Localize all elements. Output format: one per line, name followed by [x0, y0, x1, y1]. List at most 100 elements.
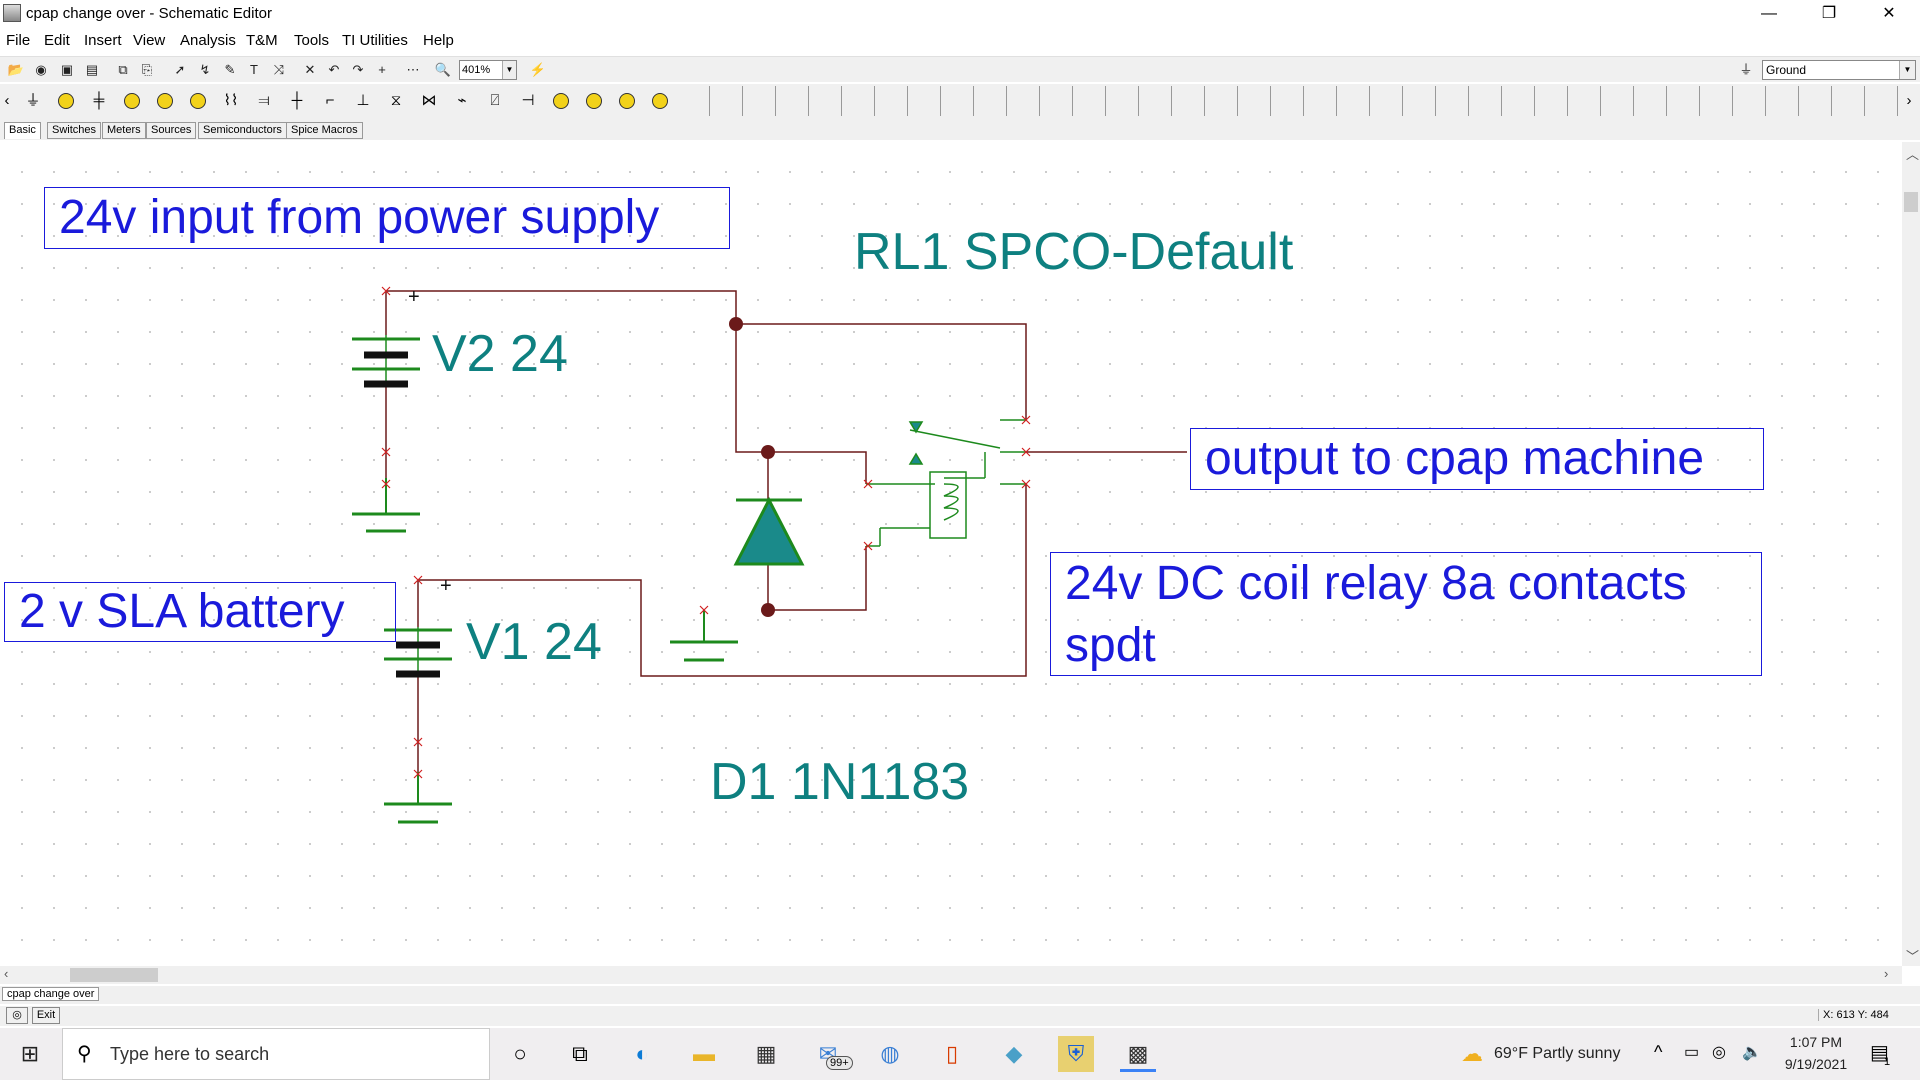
- clock-time[interactable]: 1:07 PM: [1789, 1034, 1843, 1050]
- current-source2-icon[interactable]: [579, 86, 609, 116]
- pencil-icon[interactable]: ✎: [224, 62, 236, 77]
- edge-icon[interactable]: ◐: [635, 1041, 649, 1066]
- junction-component-icon[interactable]: ┼: [291, 92, 303, 109]
- save-icon[interactable]: ▣: [60, 62, 74, 77]
- redo-icon[interactable]: ↷: [352, 62, 364, 77]
- cursor-coordinates: X: 613 Y: 484: [1818, 1009, 1889, 1021]
- horizontal-scroll-thumb[interactable]: [70, 968, 158, 982]
- terminal-component-icon[interactable]: ⊣: [521, 92, 535, 109]
- taskbar-search[interactable]: ⚲ Type here to search: [62, 1028, 490, 1080]
- zoom-icon[interactable]: 🔍: [434, 62, 452, 77]
- open-icon[interactable]: 📂: [7, 62, 25, 77]
- task-view-icon[interactable]: ⧉: [572, 1041, 588, 1066]
- menu-analysis[interactable]: Analysis: [180, 32, 236, 49]
- schematic-canvas[interactable]: + + 24v input from power supply 2 v SLA …: [0, 142, 1902, 966]
- relay-component-icon[interactable]: ⋈: [421, 92, 437, 109]
- v1-plus-sign: +: [440, 575, 452, 597]
- note-relay-spec[interactable]: 24v DC coil relay 8a contacts spdt: [1050, 552, 1762, 676]
- menu-edit[interactable]: Edit: [44, 32, 70, 49]
- store-icon[interactable]: ▦: [755, 1041, 777, 1066]
- inductor-component-icon[interactable]: ⫤: [258, 92, 270, 109]
- battery-component-icon[interactable]: [51, 86, 81, 116]
- paste-icon[interactable]: ⎘: [141, 62, 153, 77]
- zoom-select[interactable]: 401%▼: [459, 60, 517, 80]
- close-button[interactable]: ✕: [1882, 5, 1896, 22]
- vertical-scrollbar[interactable]: ︿ ﹀: [1902, 142, 1920, 966]
- resistor-component-icon[interactable]: ⌇⌇: [223, 92, 239, 109]
- ground-component-icon[interactable]: ⏚: [25, 92, 41, 109]
- current-source-icon[interactable]: [546, 86, 576, 116]
- horizontal-scrollbar[interactable]: ‹ ›: [0, 966, 1902, 984]
- chevron-up-icon[interactable]: ^: [1654, 1042, 1663, 1062]
- vertical-scroll-thumb[interactable]: [1904, 192, 1918, 212]
- thunderbird-icon[interactable]: ◍: [880, 1041, 900, 1066]
- tab-switches[interactable]: Switches: [47, 122, 102, 139]
- cortana-icon[interactable]: ○: [513, 1041, 527, 1066]
- capacitor-component-icon[interactable]: ╪: [93, 92, 105, 109]
- office-icon[interactable]: ▯: [945, 1041, 959, 1066]
- volume-icon[interactable]: 🔈: [1742, 1044, 1762, 1061]
- meet-now-icon[interactable]: ▭: [1684, 1044, 1700, 1061]
- probe-icon[interactable]: ⚡: [529, 62, 547, 77]
- schematic-editor-task-icon[interactable]: ▩: [1120, 1036, 1156, 1072]
- folder-icon[interactable]: ▤: [85, 62, 99, 77]
- note-output-cpap[interactable]: output to cpap machine: [1190, 428, 1764, 490]
- menu-tm[interactable]: T&M: [246, 32, 278, 49]
- network-icon[interactable]: ◎: [1712, 1044, 1726, 1061]
- notification-center-icon[interactable]: ▤: [1870, 1042, 1889, 1064]
- move-icon[interactable]: +: [378, 62, 386, 77]
- potentiometer-component-icon[interactable]: ⍁: [490, 92, 500, 109]
- ground-select[interactable]: Ground▼: [1762, 60, 1916, 80]
- browse-icon[interactable]: ◉: [35, 62, 47, 77]
- tab-semiconductors[interactable]: Semiconductors: [198, 122, 287, 139]
- tab-meters[interactable]: Meters: [102, 122, 146, 139]
- exit-button[interactable]: Exit: [32, 1007, 60, 1024]
- transformer-component-icon[interactable]: ⧖: [390, 92, 402, 109]
- security-shield-icon[interactable]: ⛨: [1058, 1036, 1094, 1072]
- palette-right-arrow-icon[interactable]: ›: [1906, 92, 1912, 109]
- select-arrow-icon[interactable]: ➚: [174, 62, 186, 77]
- file-explorer-icon[interactable]: ▬: [693, 1041, 715, 1066]
- ground-pick-icon[interactable]: ⏚: [1739, 62, 1753, 77]
- tab-sources[interactable]: Sources: [146, 122, 197, 139]
- cap2-component-icon[interactable]: ⊥: [356, 92, 370, 109]
- menu-view[interactable]: View: [133, 32, 166, 49]
- grid-icon[interactable]: ⋯: [406, 62, 420, 77]
- note-input-supply[interactable]: 24v input from power supply: [44, 187, 730, 249]
- tool-mode-icon[interactable]: ◎: [6, 1007, 28, 1024]
- palette-left-arrow-icon[interactable]: ‹: [4, 92, 10, 109]
- scroll-right-icon[interactable]: ›: [1884, 966, 1889, 981]
- source-component-icon[interactable]: [183, 86, 213, 116]
- app-icon-tina[interactable]: ◆: [1005, 1041, 1023, 1066]
- scroll-up-icon[interactable]: ︿: [1906, 147, 1920, 162]
- undo-icon[interactable]: ↶: [328, 62, 340, 77]
- voltmeter-component-icon[interactable]: [117, 86, 147, 116]
- wire-icon[interactable]: ↯: [199, 62, 211, 77]
- weather-icon[interactable]: ☁: [1461, 1041, 1483, 1066]
- current-source3-icon[interactable]: [612, 86, 642, 116]
- tab-spice-macros[interactable]: Spice Macros: [286, 122, 363, 139]
- deselect-icon[interactable]: ⤨: [273, 62, 285, 77]
- menu-help[interactable]: Help: [423, 32, 454, 49]
- windows-start-icon[interactable]: ⊞: [20, 1041, 40, 1066]
- menu-tools[interactable]: Tools: [294, 32, 330, 49]
- maximize-button[interactable]: ❐: [1821, 5, 1837, 22]
- menu-file[interactable]: File: [6, 32, 31, 49]
- tab-basic[interactable]: Basic: [4, 122, 41, 139]
- menu-insert[interactable]: Insert: [84, 32, 122, 49]
- switch2-component-icon[interactable]: ⌁: [457, 92, 467, 109]
- scroll-down-icon[interactable]: ﹀: [1906, 949, 1920, 964]
- current-source4-icon[interactable]: [645, 86, 675, 116]
- note-sla-battery[interactable]: 2 v SLA battery: [4, 582, 396, 642]
- scroll-left-icon[interactable]: ‹: [4, 966, 9, 981]
- minimize-button[interactable]: —: [1761, 5, 1777, 22]
- delete-icon[interactable]: ✕: [304, 62, 316, 77]
- weather-text[interactable]: 69°F Partly sunny: [1494, 1045, 1621, 1062]
- sheet-tab-cpap[interactable]: cpap change over: [2, 987, 100, 1001]
- switch-component-icon[interactable]: ⌐: [325, 92, 335, 109]
- copy-icon[interactable]: ⧉: [118, 62, 128, 77]
- ammeter-component-icon[interactable]: [150, 86, 180, 116]
- menu-ti-utilities[interactable]: TI Utilities: [342, 32, 408, 49]
- text-icon[interactable]: T: [250, 62, 258, 77]
- clock-date[interactable]: 9/19/2021: [1784, 1056, 1848, 1072]
